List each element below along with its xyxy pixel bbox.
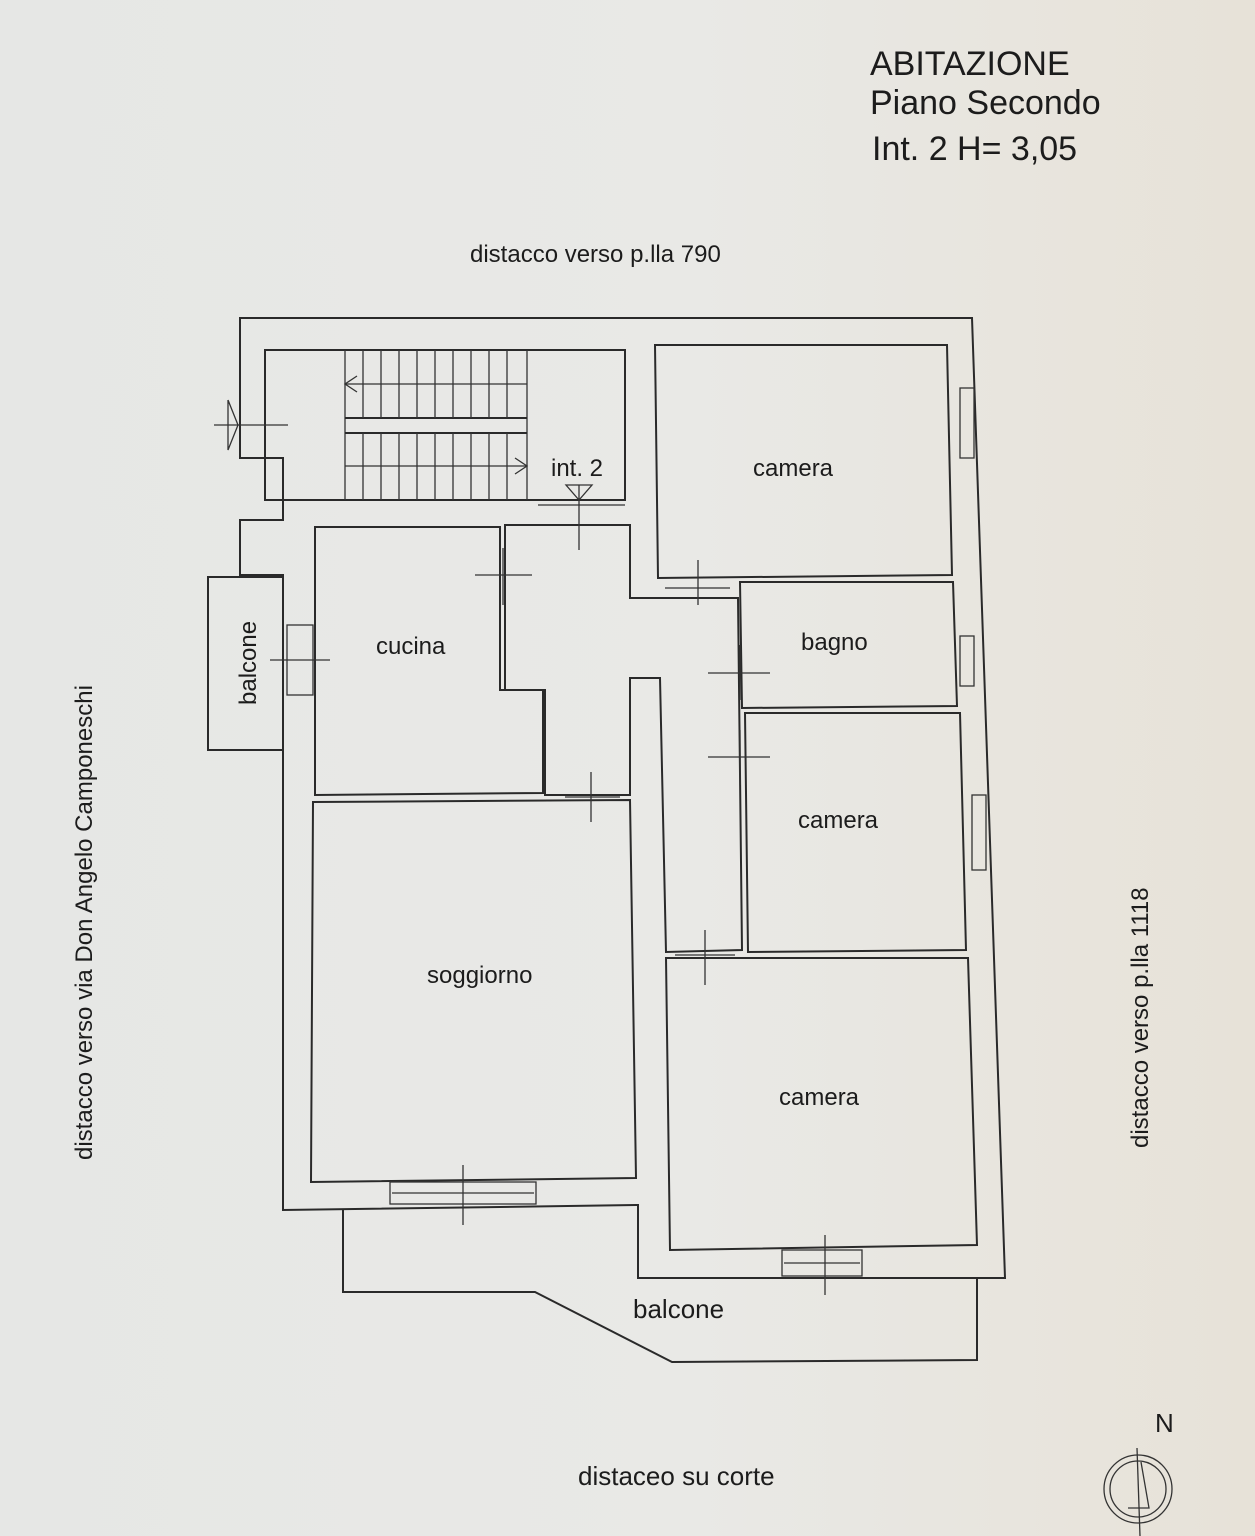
room-soggiorno bbox=[309, 798, 638, 1184]
corridor bbox=[504, 524, 744, 954]
label-top: distacco verso p.lla 790 bbox=[470, 241, 721, 268]
label-bagno: bagno bbox=[801, 629, 868, 656]
label-cucina: cucina bbox=[376, 633, 446, 660]
balcone-bottom bbox=[342, 1210, 978, 1364]
title-line-1: ABITAZIONE bbox=[870, 45, 1070, 83]
room-camera-bottom bbox=[664, 957, 979, 1252]
room-cucina bbox=[314, 526, 544, 797]
window-symbols bbox=[214, 387, 987, 1295]
label-camera-bottom: camera bbox=[779, 1084, 860, 1111]
label-balcone-bottom: balcone bbox=[633, 1294, 724, 1324]
title-line-2: Piano Secondo bbox=[870, 84, 1101, 122]
label-balcone-left: balcone bbox=[235, 621, 262, 705]
room-camera-top bbox=[653, 344, 954, 580]
label-right: distacco verso p.lla 1118 bbox=[1127, 887, 1154, 1148]
room-camera-mid bbox=[743, 712, 968, 954]
label-left: distacco verso via Don Angelo Camponesch… bbox=[71, 685, 98, 1160]
label-camera-mid: camera bbox=[798, 807, 879, 834]
room-bagno bbox=[738, 581, 959, 710]
label-camera-top: camera bbox=[753, 455, 834, 482]
outer-wall bbox=[239, 317, 1007, 1279]
north-label: N bbox=[1155, 1408, 1174, 1438]
north-arrow-icon bbox=[1103, 1447, 1173, 1536]
label-entrance: int. 2 bbox=[551, 455, 603, 482]
label-soggiorno: soggiorno bbox=[427, 962, 532, 989]
balcone-left bbox=[207, 576, 284, 751]
title-line-3: Int. 2 H= 3,05 bbox=[872, 130, 1077, 168]
label-bottom: distaceo su corte bbox=[578, 1461, 775, 1491]
staircase bbox=[264, 349, 626, 501]
